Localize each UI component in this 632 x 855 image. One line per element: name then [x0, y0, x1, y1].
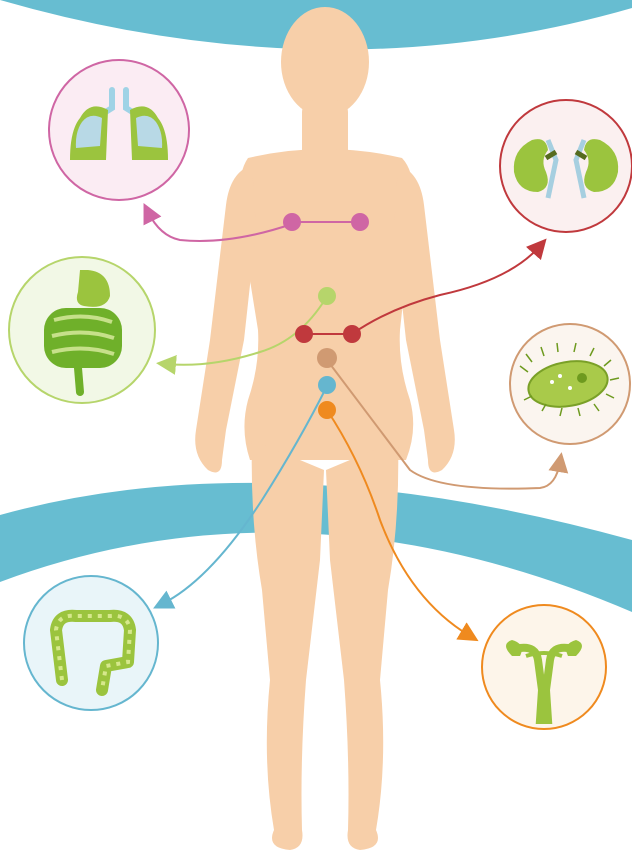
human-silhouette — [195, 7, 455, 850]
microbe-circle[interactable] — [510, 324, 630, 444]
kidneys-marker-left[interactable] — [295, 325, 313, 343]
lungs-marker-left[interactable] — [283, 213, 301, 231]
lungs-marker-right[interactable] — [351, 213, 369, 231]
lungs-circle[interactable] — [49, 60, 189, 200]
microbe-marker[interactable] — [317, 348, 337, 368]
intestine-marker[interactable] — [318, 287, 336, 305]
kidneys-circle[interactable] — [500, 100, 632, 232]
uterus-marker[interactable] — [318, 401, 336, 419]
uterus-circle[interactable] — [482, 605, 606, 729]
intestine-circle[interactable] — [9, 257, 155, 403]
colon-circle[interactable] — [24, 576, 158, 710]
kidneys-marker-right[interactable] — [343, 325, 361, 343]
colon-marker[interactable] — [318, 376, 336, 394]
